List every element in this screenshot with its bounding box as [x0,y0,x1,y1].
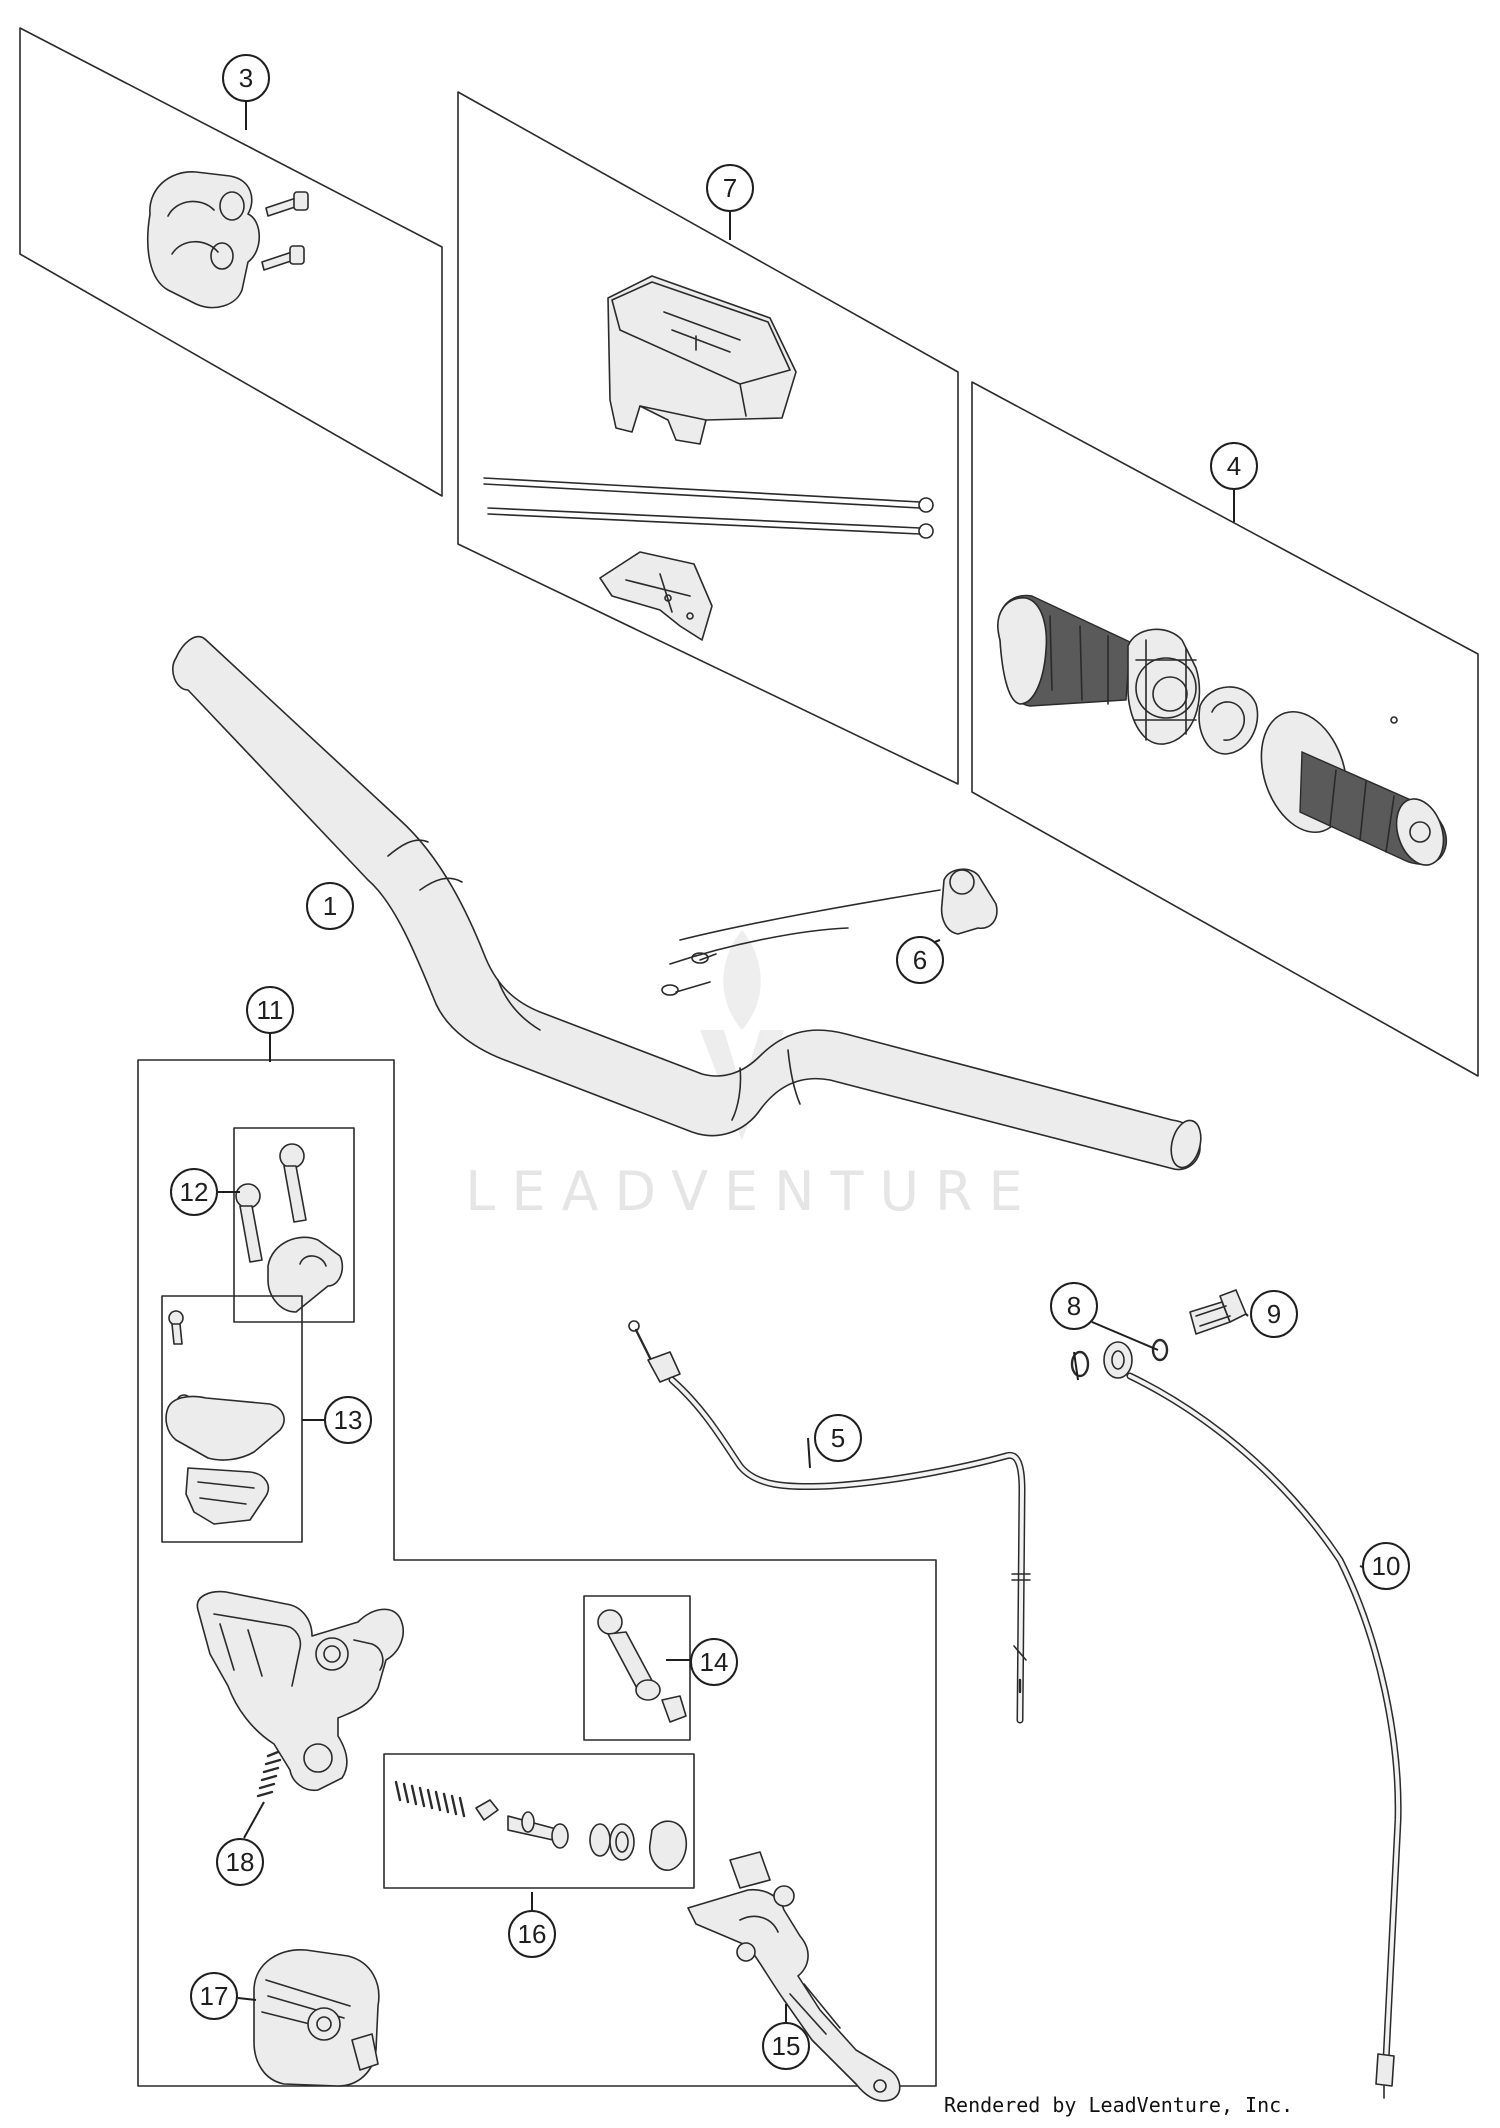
panel-12 [233,1127,355,1323]
svg-text:12: 12 [180,1177,209,1207]
master-piston [507,1811,569,1849]
callout-3: 3 [222,54,270,102]
svg-text:11: 11 [257,995,284,1025]
clamp-screws [235,1143,307,1263]
pad-clip-part [599,551,713,641]
callout-14: 14 [690,1638,738,1686]
callout-5: 5 [814,1414,862,1462]
panel-16 [383,1753,695,1889]
cable-ties [483,477,934,539]
svg-text:16: 16 [518,1919,547,1949]
svg-text:1: 1 [323,891,337,921]
svg-text:18: 18 [226,1847,255,1877]
callout-10: 10 [1362,1542,1410,1590]
panel-14 [583,1595,691,1741]
svg-text:17: 17 [200,1981,229,2011]
clutch-lever-part [687,1851,901,2102]
master-cylinder-part [196,1590,404,1792]
clutch-line-part [1103,1341,1402,2099]
svg-text:15: 15 [772,2031,801,2061]
svg-text:3: 3 [239,63,253,93]
svg-text:5: 5 [831,1423,845,1453]
lever-guard-part [253,1949,380,2087]
panel-3 [19,27,443,497]
clutch-cable-part [628,1320,1031,1724]
kill-switch-part [661,868,998,996]
left-grip-throttle [997,594,1201,745]
callout-6: 6 [896,936,944,984]
handlebar-pad-part [607,275,797,445]
render-credit: Rendered by LeadVenture, Inc. [944,2093,1294,2117]
callout-7: 7 [706,164,754,212]
callout-11: 11 [246,986,294,1034]
sealing-rings-part [1070,1338,1169,1378]
callout-8: 8 [1050,1282,1098,1330]
svg-text:8: 8 [1067,1291,1081,1321]
callout-17: 17 [190,1972,238,2020]
svg-text:4: 4 [1227,451,1241,481]
banjo-bolt-part [1189,1289,1247,1335]
svg-text:13: 13 [334,1405,363,1435]
callout-12: 12 [170,1168,218,1216]
callout-15: 15 [762,2022,810,2070]
throttle-cam-ring [1198,686,1259,755]
svg-text:6: 6 [913,945,927,975]
callout-9: 9 [1250,1290,1298,1338]
panel-11 [137,1059,937,2087]
callout-4: 4 [1210,442,1258,490]
svg-text:9: 9 [1267,1299,1281,1329]
callout-13: 13 [324,1396,372,1444]
right-grip [1260,710,1448,866]
panel-13 [161,1295,303,1543]
panel-7 [457,91,959,785]
svg-text:7: 7 [723,173,737,203]
spring-part [256,1750,282,1798]
callout-16: 16 [508,1910,556,1958]
handlebar-clamp-part [147,171,260,309]
callout-1: 1 [306,882,354,930]
svg-text:10: 10 [1372,1551,1401,1581]
svg-text:14: 14 [700,1647,729,1677]
watermark-brand: LEADVENTURE [465,1160,1038,1223]
clamp-bolts [261,191,309,271]
handlebar-part [172,635,1202,1171]
panel-4 [971,381,1479,1077]
callout-18: 18 [216,1838,264,1886]
master-piston-spring [394,1780,466,1818]
